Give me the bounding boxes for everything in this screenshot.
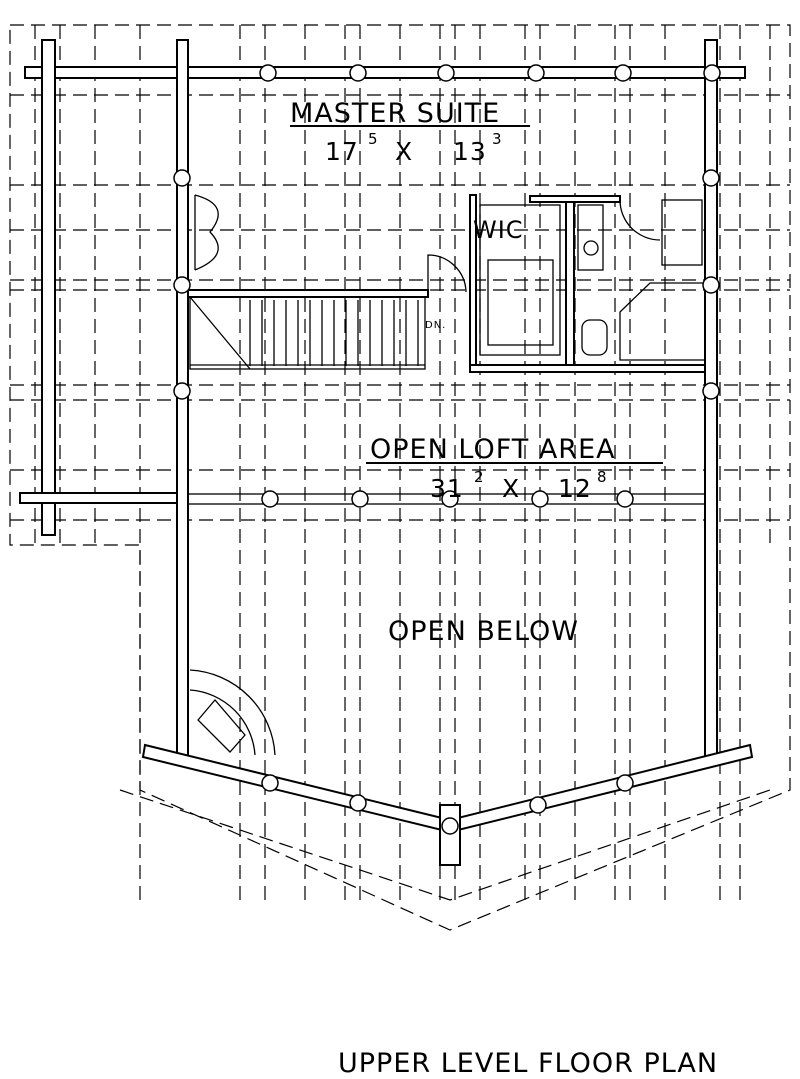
left-outer-post xyxy=(41,39,56,536)
log-post xyxy=(261,774,279,792)
log-post xyxy=(614,64,632,82)
linen-closet xyxy=(661,199,703,266)
log-post xyxy=(702,276,720,294)
svg-text:13: 13 xyxy=(453,137,487,166)
master-lower-wall xyxy=(187,289,429,298)
toilet-icon xyxy=(581,319,608,356)
label-open-below: OPEN BELOW xyxy=(388,616,579,647)
svg-text:8: 8 xyxy=(597,468,608,486)
svg-text:5: 5 xyxy=(368,130,379,148)
svg-text:12: 12 xyxy=(558,474,592,503)
svg-text:MASTER SUITE: MASTER SUITE xyxy=(290,98,500,129)
sink-icon xyxy=(583,240,599,256)
stairs xyxy=(189,296,426,370)
right-wall xyxy=(704,39,718,766)
wic-door xyxy=(427,254,467,293)
log-post xyxy=(441,817,459,835)
svg-text:3: 3 xyxy=(492,130,503,148)
log-post xyxy=(173,169,191,187)
log-post xyxy=(616,774,634,792)
log-post xyxy=(616,490,634,508)
log-post xyxy=(703,64,721,82)
svg-text:2: 2 xyxy=(474,468,485,486)
log-post xyxy=(529,796,547,814)
log-post xyxy=(349,64,367,82)
svg-text:X: X xyxy=(502,474,520,503)
log-post xyxy=(437,64,455,82)
log-post xyxy=(531,490,549,508)
dashed-outline xyxy=(9,24,791,931)
plan-title: UPPER LEVEL FLOOR PLAN xyxy=(338,1048,718,1079)
closet-doors xyxy=(194,194,219,271)
svg-text:31: 31 xyxy=(430,474,464,503)
top-wall xyxy=(24,66,746,79)
svg-text:17: 17 xyxy=(325,137,359,166)
log-post xyxy=(261,490,279,508)
label-open-loft: OPEN LOFT AREA 31 2 X 12 8 xyxy=(366,434,663,503)
bath-divider xyxy=(565,199,575,366)
tub-icon xyxy=(619,282,706,361)
log-post xyxy=(702,169,720,187)
log-post xyxy=(441,490,459,508)
svg-text:OPEN LOFT AREA: OPEN LOFT AREA xyxy=(370,434,616,465)
vanity xyxy=(577,204,604,271)
log-post xyxy=(351,490,369,508)
bath-door xyxy=(619,199,661,241)
left-wall xyxy=(176,39,189,766)
spiral-stair xyxy=(189,669,276,756)
front-post xyxy=(439,804,461,866)
left-beam xyxy=(19,492,186,504)
log-post xyxy=(702,382,720,400)
log-post xyxy=(259,64,277,82)
log-post xyxy=(173,382,191,400)
log-post xyxy=(173,276,191,294)
label-master-suite: MASTER SUITE 17 5 X 13 3 xyxy=(290,98,530,166)
log-post xyxy=(349,794,367,812)
closet-shelf xyxy=(479,204,561,356)
bath-lower-wall xyxy=(469,364,706,373)
log-posts xyxy=(173,64,721,835)
dashed-grid-lines xyxy=(10,25,790,900)
label-wic: WIC xyxy=(473,216,524,244)
label-stair-down: DN. xyxy=(425,320,446,331)
bath-upper-wall xyxy=(529,195,621,203)
closet-shelf-inner xyxy=(487,259,554,346)
svg-text:X: X xyxy=(395,137,413,166)
log-post xyxy=(527,64,545,82)
